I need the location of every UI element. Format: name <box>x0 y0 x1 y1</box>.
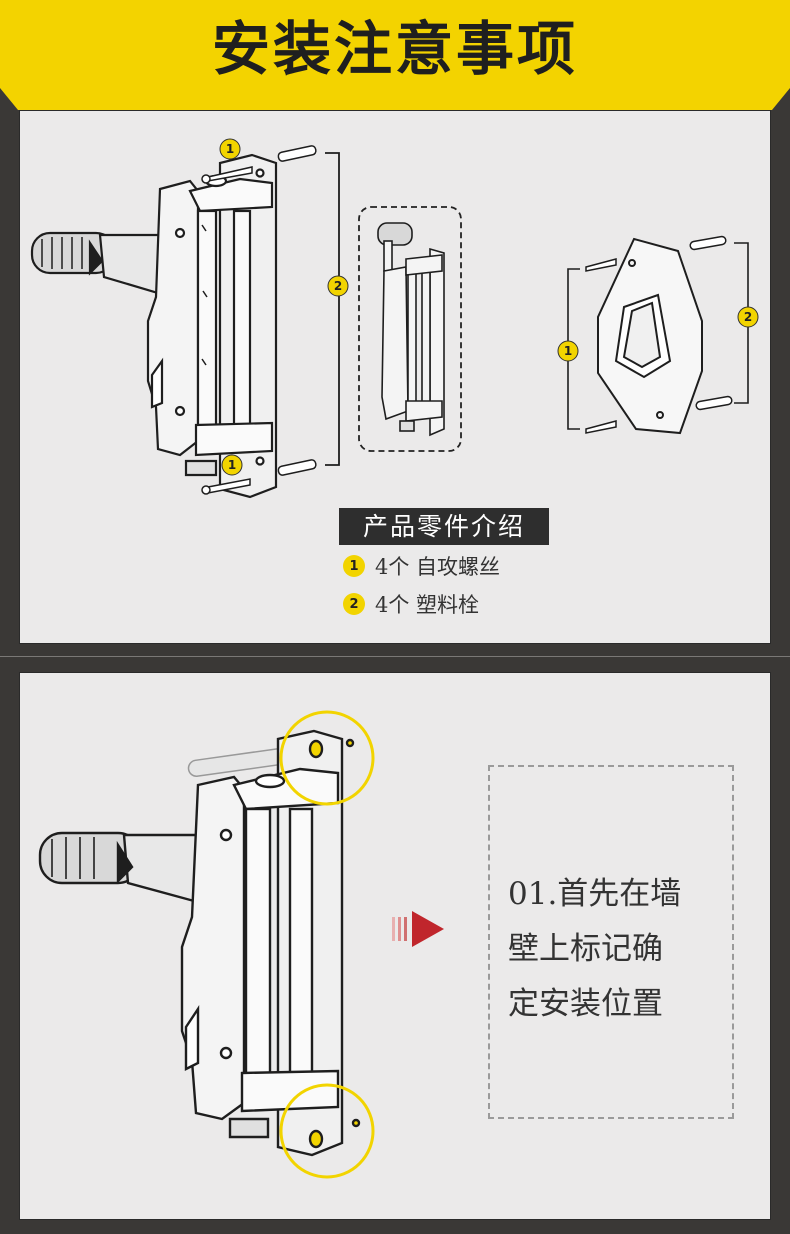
section-divider <box>0 656 790 657</box>
parts-diagram: 1 1 2 <box>30 138 759 499</box>
step-line: 定安装位置 <box>508 986 663 1022</box>
holder-illustration <box>30 153 278 499</box>
step-text-box <box>488 765 734 1119</box>
callout-1-top: 1 <box>226 142 234 156</box>
part-item: 1 4个 自攻螺丝 <box>343 552 500 580</box>
folded-holder <box>358 206 462 452</box>
callout-2-right: 2 <box>744 310 752 324</box>
callout-badges: 1 1 2 <box>219 138 349 476</box>
wall-mount-illustration <box>597 237 703 435</box>
screws-right <box>567 235 749 434</box>
callout-2-main: 2 <box>334 279 342 293</box>
step-line: 壁上标记确 <box>508 931 663 967</box>
header-banner: 安装注意事项 <box>0 0 790 110</box>
holder-illustration-large <box>38 729 361 1157</box>
part-badge: 1 <box>343 555 365 577</box>
screws-main <box>201 145 340 495</box>
parts-panel: 1 1 2 <box>19 110 771 644</box>
parts-section-title: 产品零件介绍 <box>339 508 549 545</box>
callout-badges-right: 1 2 <box>557 306 759 362</box>
highlight-circles <box>279 710 375 1179</box>
step-diagram <box>38 710 444 1179</box>
banner-shape <box>0 0 790 110</box>
part-text: 4个 自攻螺丝 <box>375 555 501 579</box>
arrow-icon <box>392 911 444 947</box>
part-badge: 2 <box>343 593 365 615</box>
callout-1-bottom: 1 <box>228 458 236 472</box>
page-title: 安装注意事项 <box>211 15 578 83</box>
step-line: 01.首先在墙 <box>508 876 682 912</box>
part-text: 4个 塑料栓 <box>375 593 480 617</box>
callout-1-right: 1 <box>564 344 572 358</box>
step-panel: 01.首先在墙 壁上标记确 定安装位置 <box>19 672 771 1220</box>
part-item: 2 4个 塑料栓 <box>343 590 479 618</box>
